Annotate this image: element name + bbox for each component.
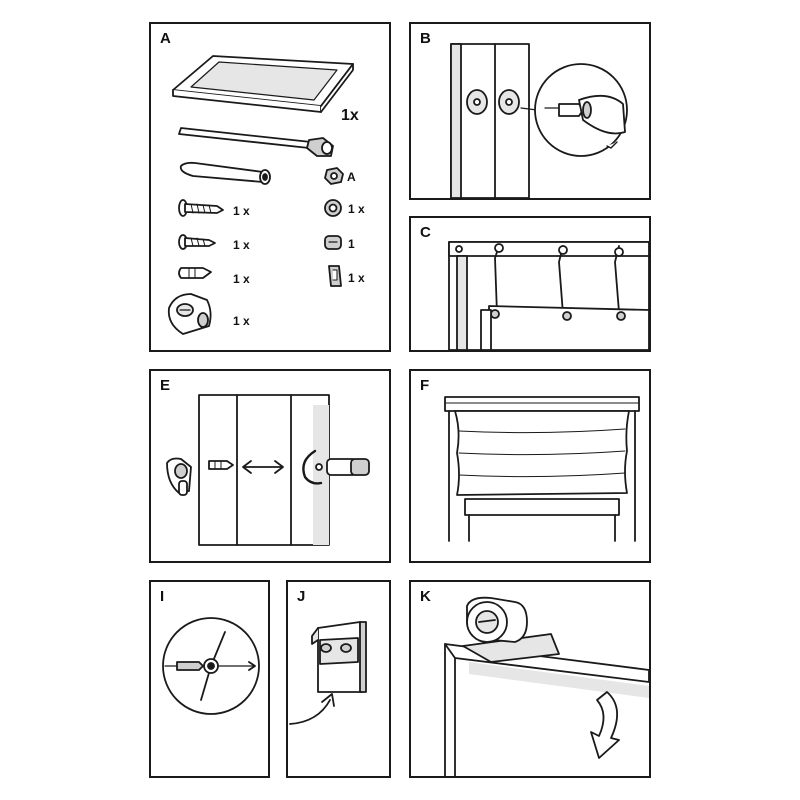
panel-a-label: A — [160, 30, 171, 47]
screw-small-icon — [178, 234, 216, 250]
screw-icon — [178, 199, 224, 217]
panel-j-drawing — [289, 621, 367, 725]
panel-i: I — [149, 580, 270, 778]
window-frame-icon — [450, 43, 530, 198]
rod-with-cap-icon — [178, 127, 334, 157]
qty-label: 1 x — [233, 204, 250, 218]
qty-label: A — [347, 170, 356, 184]
qty-label: 1 x — [233, 314, 250, 328]
headrail-icon — [444, 396, 640, 412]
nut-icon — [324, 167, 344, 185]
panel-k: K — [409, 580, 651, 778]
qty-label: 1 x — [348, 271, 365, 285]
panel-e-drawing — [166, 394, 370, 546]
qty-label: 1 x — [233, 238, 250, 252]
blind-fabric-icon — [454, 410, 630, 496]
washer-icon — [324, 199, 342, 217]
wall-plug-icon — [176, 661, 204, 671]
magnifier-icon — [534, 63, 628, 157]
panel-k-label: K — [420, 588, 431, 605]
double-arrow-icon — [242, 460, 284, 474]
panel-e-label: E — [160, 377, 171, 394]
bar-icon — [179, 161, 271, 185]
wall-plug-icon — [208, 460, 234, 470]
panel-f-label: F — [420, 377, 430, 394]
panel-b: B — [409, 22, 651, 200]
qty-label: 1 x — [233, 272, 250, 286]
mounting-bracket-icon — [167, 293, 212, 335]
panel-k-drawing — [444, 596, 649, 776]
panel-e: E — [149, 369, 391, 563]
panel-i-label: I — [160, 588, 165, 605]
clip-icon — [324, 235, 342, 250]
panel-c-label: C — [420, 224, 431, 241]
panel-c-drawing — [448, 241, 649, 350]
panel-b-drawing — [450, 43, 628, 198]
panel-b-label: B — [420, 30, 431, 47]
panel-f-drawing — [444, 396, 640, 542]
bracket-icon — [166, 457, 192, 496]
panel-a-drawing — [167, 55, 354, 335]
blind-headrail-icon — [172, 55, 354, 113]
panel-j: J — [286, 580, 391, 778]
hook-icon — [494, 243, 624, 315]
qty-label: 1 — [348, 237, 355, 251]
panel-i-drawing — [162, 617, 260, 715]
panel-a: A — [149, 22, 391, 352]
bracket-tab-icon — [328, 265, 342, 287]
window-frame-icon — [198, 394, 330, 546]
panel-j-label: J — [297, 588, 306, 605]
curved-arrow-icon — [590, 691, 620, 759]
bracket-icon — [302, 449, 370, 485]
qty-label: 1 x — [348, 202, 365, 216]
panel-c: C — [409, 216, 651, 352]
panel-f: F — [409, 369, 651, 563]
qty-label: 1x — [341, 107, 359, 124]
bracket-icon — [466, 89, 520, 115]
arrow-icon — [321, 693, 335, 707]
wall-plug-icon — [178, 267, 212, 279]
